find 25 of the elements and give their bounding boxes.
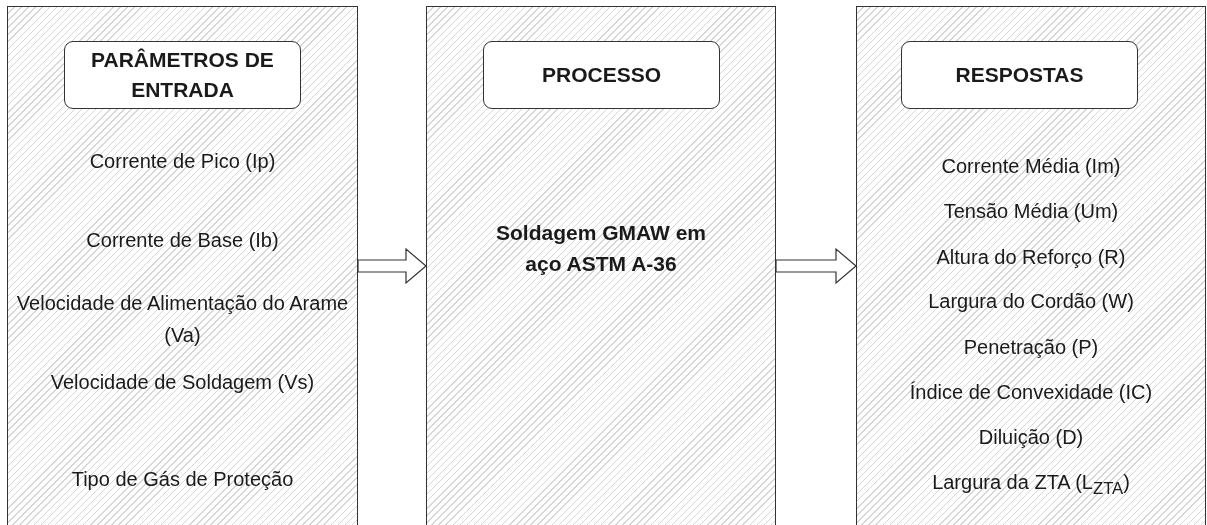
header-text: PROCESSO: [541, 61, 662, 88]
response-text: Largura da ZTA (L$_{ZTA}$): [932, 470, 1130, 500]
block-arrow: [357, 247, 427, 285]
response-text: Largura do Cordão (W): [928, 289, 1134, 314]
parameter-text: Velocidade de Soldagem (Vs): [50, 370, 315, 395]
output-panel: [856, 6, 1206, 525]
parameter-text: Corrente de Pico (Ip): [89, 149, 276, 174]
header-box: [901, 41, 1138, 109]
response-text: Corrente Média (Im): [941, 154, 1121, 179]
header-text: PARÂMETROS DE ENTRADA: [90, 46, 275, 103]
response-text: Tensão Média (Um): [943, 199, 1119, 224]
parameter-text: Velocidade de Alimentação do Arame (Va): [15, 291, 350, 348]
header-text: RESPOSTAS: [954, 61, 1085, 88]
response-text: Altura do Reforço (R): [936, 245, 1126, 270]
parameter-text: Corrente de Base (Ib): [86, 228, 279, 253]
response-text: Penetração (P): [963, 335, 1099, 360]
header-box: [64, 41, 301, 109]
process-panel: [426, 6, 776, 525]
input-panel: [7, 6, 358, 525]
response-text: Diluição (D): [978, 425, 1084, 450]
header-box: [483, 41, 720, 109]
process-text: Soldagem GMAW em aço ASTM A-36: [495, 220, 707, 277]
parameter-text: Tipo de Gás de Proteção: [71, 467, 294, 492]
block-arrow: [775, 247, 857, 285]
response-text: Índice de Convexidade (IC): [909, 380, 1153, 405]
